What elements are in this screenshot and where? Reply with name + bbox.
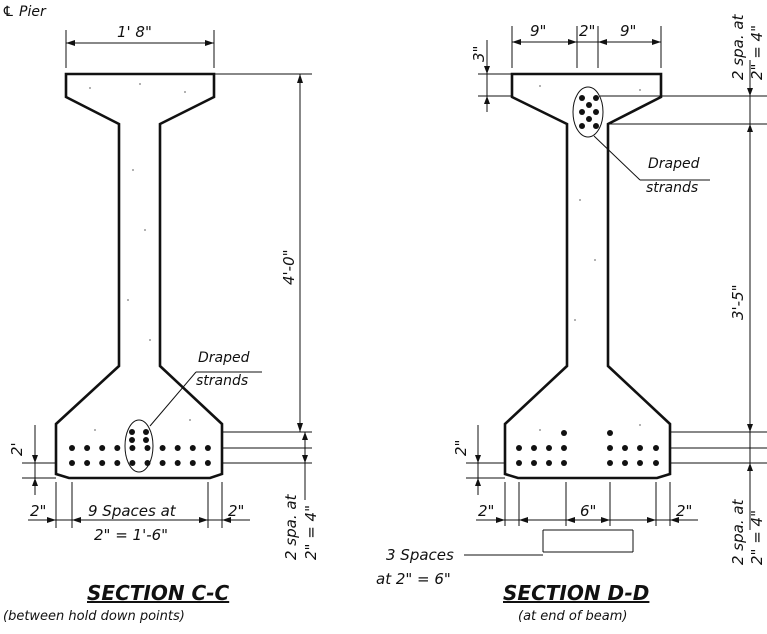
strand-dot <box>593 95 599 101</box>
strand-dot <box>174 445 181 451</box>
strand-dot <box>84 445 91 451</box>
strand-dot <box>653 460 659 466</box>
dd-spaces-label-1: 3 Spaces <box>386 546 454 564</box>
strand-dot <box>561 460 567 466</box>
pier-label: ℄ Pier <box>2 4 47 20</box>
strand-dot <box>159 445 166 451</box>
strand-dot <box>607 460 613 466</box>
dd-title: SECTION D-D <box>503 581 649 605</box>
strand-dot <box>129 445 136 451</box>
strand-dot <box>143 437 149 443</box>
strand-dot <box>204 460 211 466</box>
cc-title: SECTION C-C <box>87 581 230 605</box>
cc-spacing-label-1: 9 Spaces at <box>88 502 177 520</box>
strand-dot <box>579 95 585 101</box>
strand-dot <box>69 445 75 451</box>
strand-dot <box>531 445 537 451</box>
strand-dot <box>593 109 599 115</box>
strand-dot <box>189 460 196 466</box>
dd-left-edge-label: 2" <box>478 502 494 520</box>
strand-dot <box>561 445 567 451</box>
strand-dot <box>561 430 567 436</box>
strand-dot <box>129 437 135 443</box>
strand-dot <box>114 445 121 451</box>
dd-vert-top-2: 2" = 4" <box>748 25 766 80</box>
strand-dot <box>586 102 592 108</box>
dd-draped-label-2: strands <box>646 180 698 196</box>
dd-mid-width-label: 6" <box>580 502 596 520</box>
cc-beam-outline <box>54 72 224 480</box>
dd-vert-top-1: 2 spa. at <box>729 13 747 80</box>
dd-subtitle: (at end of beam) <box>518 609 628 624</box>
strand-dot <box>99 445 106 451</box>
strand-dot <box>586 116 592 122</box>
dd-top-left-label: 9" <box>530 22 546 40</box>
dd-top-cover-label: 3" <box>470 46 488 62</box>
dd-right-edge-label: 2" <box>676 502 692 520</box>
cc-vert-spacing-2: 2" = 4" <box>302 505 320 560</box>
cc-height-label: 4'-0" <box>280 249 298 285</box>
dd-draped-strands <box>579 95 599 129</box>
dd-beam-outline <box>503 72 672 480</box>
section-cc: ℄ Pier 1' 8" 4'-0" Draped strands <box>2 4 320 624</box>
strand-dot <box>637 460 643 466</box>
cc-bottom-cover-label: 2' <box>8 442 26 456</box>
strand-dot <box>516 445 522 451</box>
section-dd: 9" 2" 9" 3" Draped strands 2 spa. at <box>376 13 767 624</box>
cc-draped-label-1: Draped <box>198 350 250 366</box>
dd-bottom-strands <box>516 430 659 466</box>
strand-dot <box>546 460 552 466</box>
strand-dot <box>622 460 628 466</box>
strand-dot <box>69 460 75 466</box>
cc-spacing-label-2: 2" = 1'-6" <box>94 526 168 544</box>
strand-dot <box>607 445 613 451</box>
strand-dot <box>143 429 149 435</box>
strand-dot <box>546 445 552 451</box>
dd-draped-ellipse <box>572 86 604 138</box>
strand-dot <box>531 460 537 466</box>
strand-dot <box>516 460 522 466</box>
cc-subtitle: (between hold down points) <box>3 609 185 624</box>
strand-dot <box>129 429 135 435</box>
strand-dot <box>579 123 585 129</box>
dd-top-right-label: 9" <box>620 22 636 40</box>
cc-vert-spacing-1: 2 spa. at <box>282 493 300 560</box>
cc-left-edge-label: 2" <box>30 502 46 520</box>
strand-dot <box>593 123 599 129</box>
cc-draped-label-2: strands <box>196 373 248 389</box>
strand-dot <box>144 445 151 451</box>
cc-strands <box>69 429 211 466</box>
cc-top-width-label: 1' 8" <box>117 23 152 41</box>
strand-dot <box>159 460 166 466</box>
strand-dot <box>204 445 211 451</box>
dd-vert-bot-1: 2 spa. at <box>729 498 747 565</box>
strand-dot <box>189 445 196 451</box>
dd-vert-bot-2: 2" = 4" <box>748 510 766 565</box>
strand-dot <box>622 445 628 451</box>
dd-bottom-cover-label: 2" <box>452 440 470 456</box>
strand-dot <box>174 460 181 466</box>
cc-right-edge-label: 2" <box>228 502 244 520</box>
cc-draped-ellipse <box>124 419 154 473</box>
strand-dot <box>114 460 121 466</box>
strand-dot <box>653 445 659 451</box>
strand-dot <box>129 460 136 466</box>
strand-dot <box>607 430 613 436</box>
strand-dot <box>579 109 585 115</box>
dd-spaces-label-2: at 2" = 6" <box>376 570 451 588</box>
strand-dot <box>637 445 643 451</box>
strand-dot <box>84 460 91 466</box>
dd-top-mid-label: 2" <box>579 22 595 40</box>
strand-dot <box>99 460 106 466</box>
dd-draped-label-1: Draped <box>648 156 700 172</box>
dd-height-label: 3'-5" <box>729 284 747 320</box>
